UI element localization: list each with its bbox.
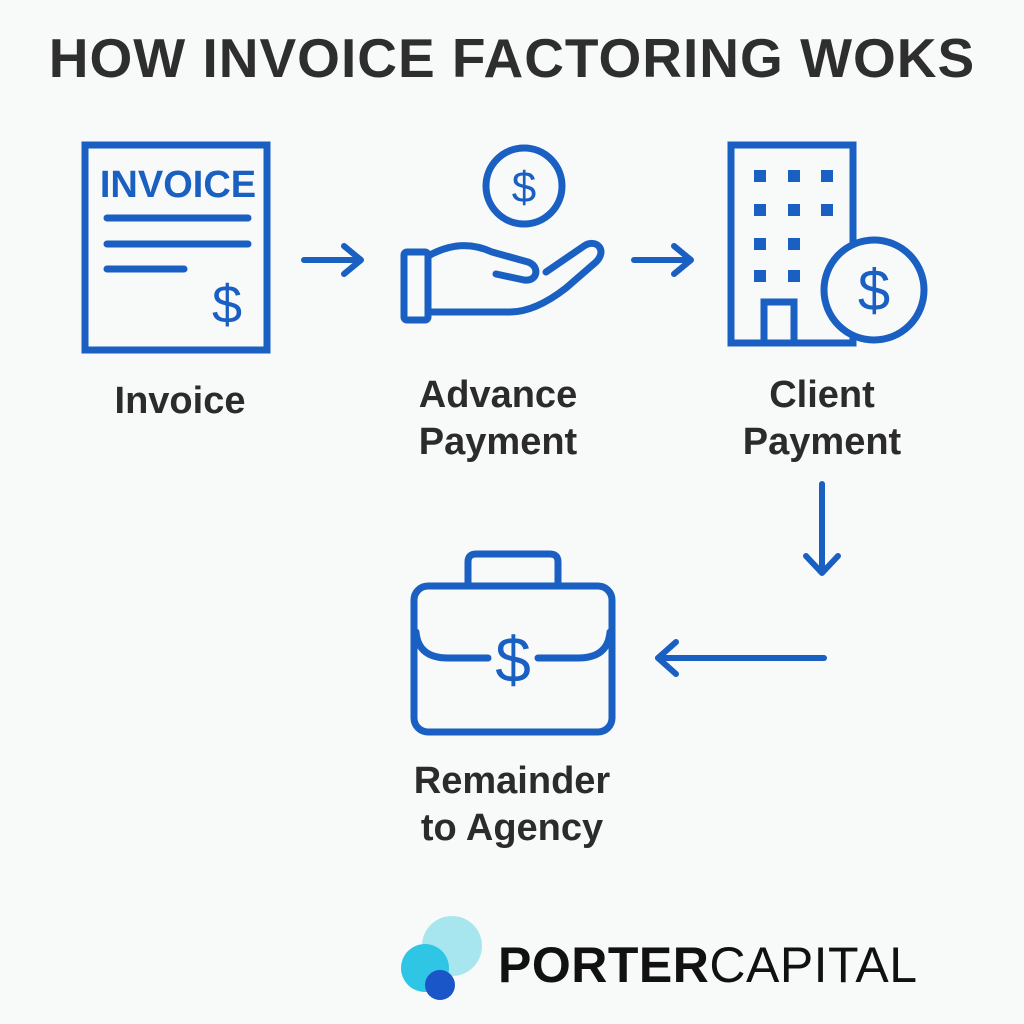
svg-text:$: $ bbox=[495, 624, 531, 696]
logo-word-capital: CAPITAL bbox=[709, 937, 918, 993]
arrow-right-icon bbox=[300, 240, 370, 280]
step-label-client-payment: Client Payment bbox=[742, 374, 902, 463]
step-label-remainder-to-agency: Remainder to Agency bbox=[413, 760, 611, 849]
svg-text:$: $ bbox=[858, 258, 890, 323]
step-label-invoice: Invoice bbox=[114, 380, 246, 422]
hand-coin-icon: $ bbox=[398, 144, 610, 326]
logo-word-porter: PORTER bbox=[498, 937, 710, 993]
diagram-title: HOW INVOICE FACTORING WOKS bbox=[48, 27, 976, 89]
logo-circles-icon bbox=[401, 916, 482, 1000]
arrow-left-icon bbox=[650, 636, 830, 680]
step-label-advance-payment: Advance Payment bbox=[418, 374, 578, 463]
arrow-down-icon bbox=[800, 480, 844, 580]
svg-text:$: $ bbox=[512, 163, 536, 212]
arrow-right-icon bbox=[630, 240, 700, 280]
building-coin-icon: $ bbox=[726, 140, 932, 350]
invoice-heading: INVOICE bbox=[100, 164, 256, 206]
briefcase-dollar-icon: $ bbox=[408, 548, 618, 736]
porter-capital-logo: PORTERCAPITAL bbox=[398, 910, 918, 1010]
invoice-document-icon: INVOICE $ bbox=[80, 140, 276, 360]
svg-text:$: $ bbox=[212, 275, 242, 335]
